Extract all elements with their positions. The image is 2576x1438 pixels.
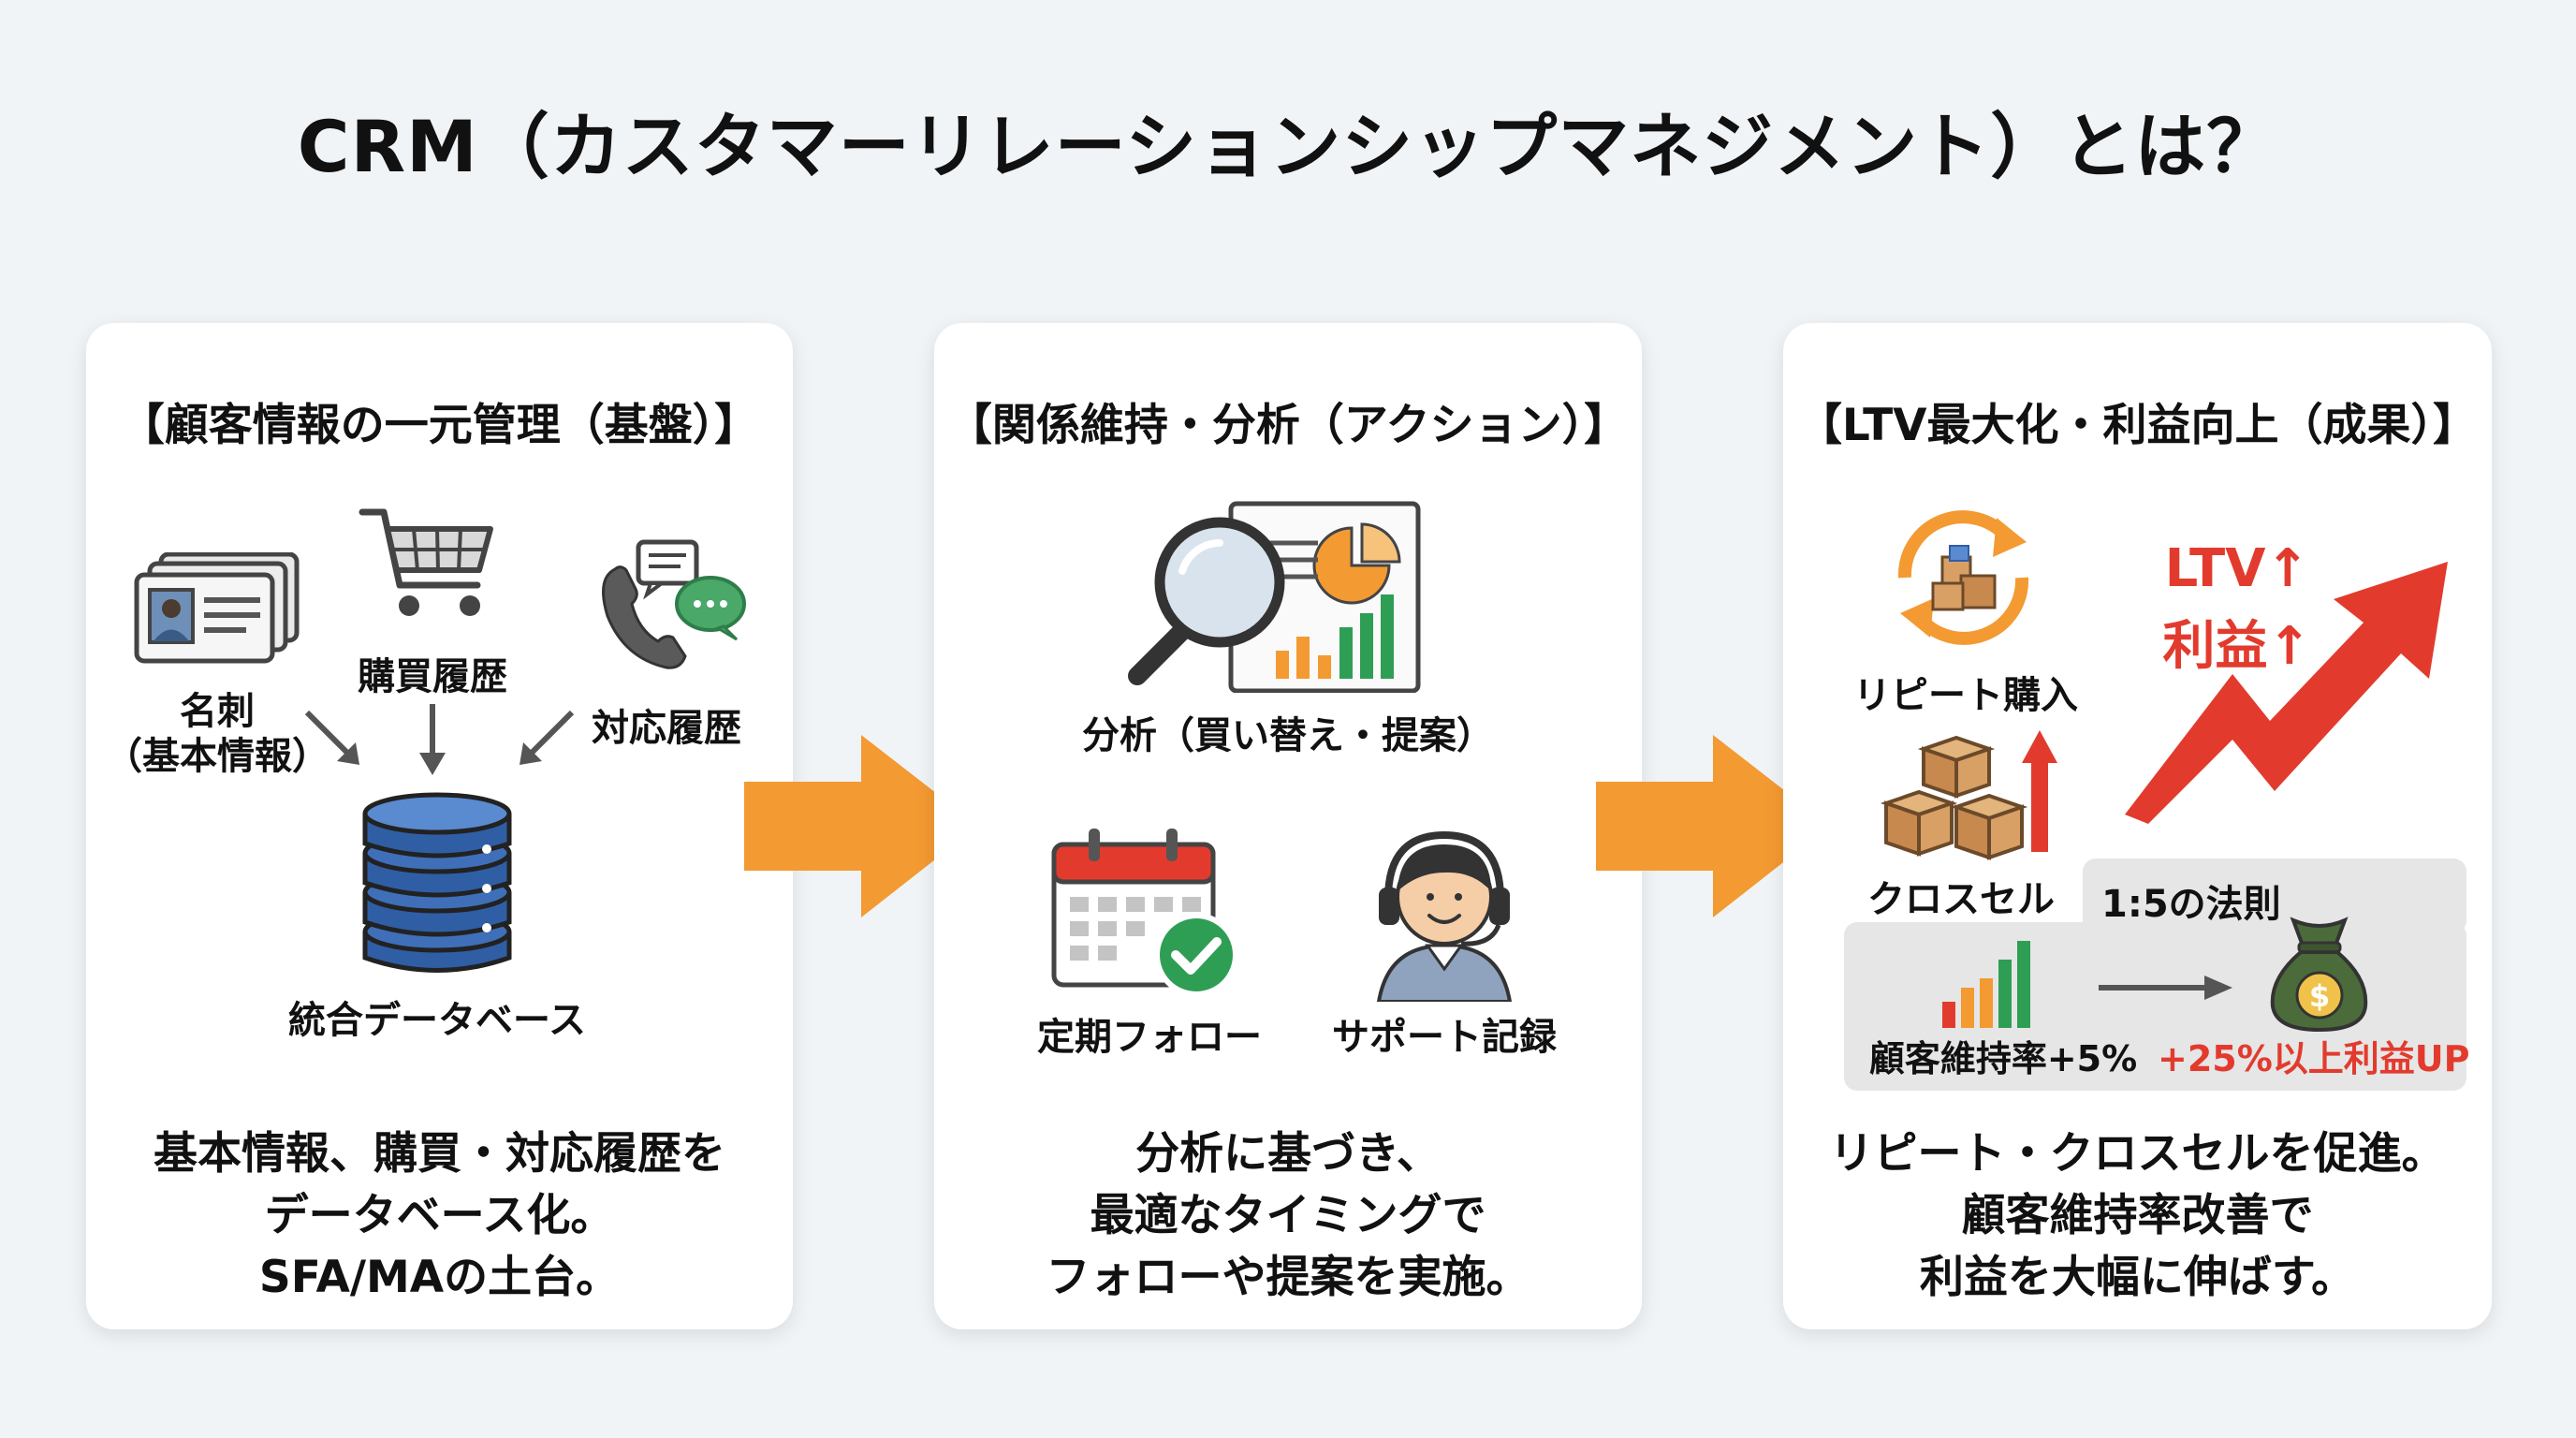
card-foundation: 【顧客情報の一元管理（基盤）】 名刺 （基本情報） 購買履歴: [86, 323, 793, 1329]
phone-chat-icon: [602, 539, 746, 669]
page-title: CRM（カスタマーリレーションシップマネジメント）とは？: [297, 105, 2279, 188]
label-business-card: 名刺: [180, 690, 255, 733]
arrow-icon: [304, 710, 359, 765]
label-retention: 顧客維持率+5%: [1868, 1038, 2138, 1079]
card-action: 【関係維持・分析（アクション）】 分析（買い替え・提案） 定期フォロー: [934, 323, 1642, 1329]
label-support-log: サポート記録: [1332, 1016, 1557, 1059]
description-action: 分析に基づき、 最適なタイミングで フォローや提案を実施。: [1046, 1128, 1530, 1303]
database-icon: [362, 792, 512, 973]
label-database: 統合データベース: [288, 999, 586, 1042]
rule-box: [2083, 858, 2466, 933]
label-analysis: 分析（買い替え・提案）: [1082, 714, 1494, 757]
label-support-history: 対応履歴: [592, 707, 741, 750]
label-profit-up: 利益↑: [2162, 616, 2312, 677]
support-agent-icon: [1376, 830, 1513, 1002]
arrow-right-icon: [2099, 976, 2232, 1000]
label-cross-sell: クロスセル: [1867, 878, 2055, 921]
card-result: 【LTV最大化・利益向上（成果）】 リピート購入 クロスセル LTV↑ 利益↑: [1783, 323, 2492, 1329]
card-title-foundation: 【顧客情報の一元管理（基盤）】: [120, 400, 759, 451]
money-bag-icon: $: [2270, 917, 2368, 1033]
label-purchase-history: 購買履歴: [358, 655, 507, 698]
shopping-cart-icon: [359, 508, 493, 616]
arrow-icon: [520, 710, 575, 765]
business-card-icon: [134, 552, 300, 664]
label-profit-gain: +25%以上利益UP: [2158, 1038, 2470, 1079]
card-title-result: 【LTV最大化・利益向上（成果）】: [1797, 400, 2478, 451]
label-rule: 1:5の法則: [2101, 883, 2281, 926]
cross-sell-boxes-icon: [1880, 730, 2057, 860]
card-title-action: 【関係維持・分析（アクション）】: [947, 400, 1629, 451]
arrow-icon: [419, 704, 446, 775]
label-ltv-up: LTV↑: [2164, 538, 2310, 599]
flow-arrow-icon: [744, 735, 978, 917]
label-business-card-sub: （基本情報）: [105, 735, 329, 778]
description-foundation: 基本情報、購買・対応履歴を データベース化。 SFA/MAの土台。: [154, 1128, 725, 1303]
analysis-magnifier-icon: [1128, 501, 1421, 693]
label-repeat-purchase: リピート購入: [1853, 674, 2078, 717]
growth-arrow-icon: [2125, 562, 2448, 824]
bar-chart-icon: [1942, 941, 2030, 1028]
description-result: リピート・クロスセルを促進。 顧客維持率改善で 利益を大幅に伸ばす。: [1829, 1128, 2446, 1303]
calendar-check-icon: [1051, 829, 1238, 997]
svg-text:$: $: [2309, 978, 2330, 1014]
flow-arrow-icon: [1596, 735, 1830, 917]
repeat-purchase-icon: [1897, 510, 2029, 645]
label-followup: 定期フォロー: [1037, 1016, 1262, 1059]
